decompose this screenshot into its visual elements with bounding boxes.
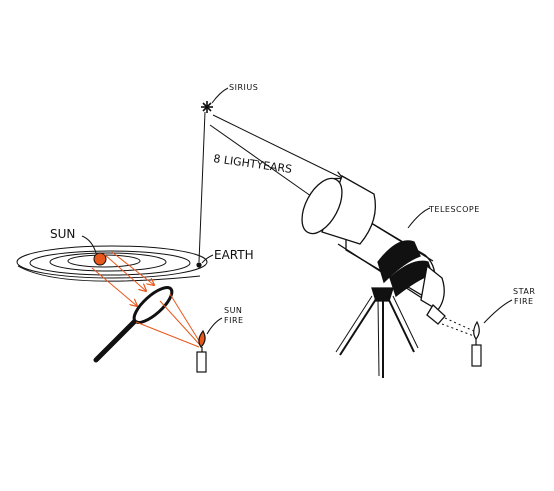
focused-rays bbox=[135, 293, 202, 348]
earth-label-leader bbox=[201, 254, 214, 264]
sunlight-rays bbox=[91, 251, 154, 306]
telescope-dew-shield bbox=[321, 175, 377, 245]
tripod-mount bbox=[371, 287, 394, 302]
starlight-ray-upper bbox=[212, 114, 342, 178]
sun-fire-label-leader bbox=[206, 317, 223, 335]
telescope bbox=[301, 175, 446, 378]
sun-icon bbox=[93, 252, 107, 266]
star-fire-candle-icon bbox=[471, 320, 482, 367]
star-fire-label-line1: STAR bbox=[513, 287, 535, 296]
sirius-label-leader bbox=[211, 87, 229, 104]
sun-fire-label-line1: SUN bbox=[224, 306, 242, 315]
sun-label: SUN bbox=[50, 227, 75, 241]
earth-label: EARTH bbox=[214, 248, 254, 262]
sun-fire-label-line2: FIRE bbox=[224, 316, 244, 325]
sirius-earth-line bbox=[198, 111, 206, 263]
telescope-aperture bbox=[301, 177, 343, 235]
sun-label-leader bbox=[81, 235, 97, 254]
star-fire-label-line2: FIRE bbox=[514, 297, 534, 306]
tripod-leg-right bbox=[387, 297, 415, 353]
telescope-label-leader bbox=[407, 207, 431, 229]
telescope-eyepiece bbox=[426, 303, 446, 325]
solar-system-orbits bbox=[16, 245, 208, 282]
magnifying-glass-icon bbox=[93, 286, 174, 363]
tube-ring-front bbox=[377, 240, 421, 284]
earth-icon bbox=[196, 262, 202, 268]
starlight-ray-lower bbox=[209, 124, 318, 201]
eyepiece-beam bbox=[441, 317, 477, 337]
sun-fire-candle-icon bbox=[196, 329, 207, 373]
telescope-label: TELESCOPE bbox=[428, 205, 480, 214]
tripod-leg-left bbox=[339, 295, 379, 356]
sirius-label: SIRIUS bbox=[229, 83, 258, 92]
distance-label: 8 LIGHTYEARS bbox=[213, 152, 293, 176]
sirius-star-icon bbox=[201, 101, 213, 113]
star-fire-label-leader bbox=[483, 299, 513, 324]
